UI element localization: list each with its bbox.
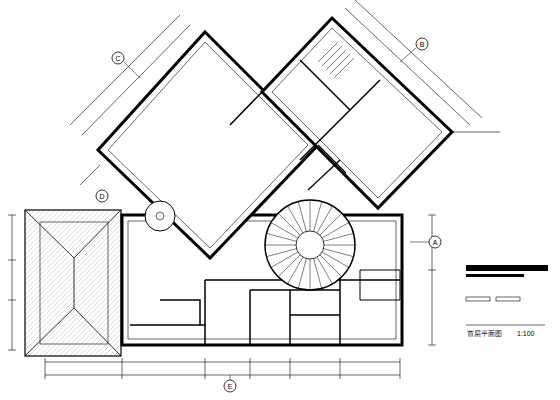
stair-tread	[310, 200, 311, 231]
stair-tread	[322, 252, 349, 268]
stair-tread	[320, 255, 342, 277]
stair-tread	[265, 245, 296, 246]
stair-tread	[310, 259, 311, 290]
grid-bubble-label: C	[115, 55, 120, 62]
grid-bubble-label: E	[228, 383, 233, 390]
stair-tread	[271, 223, 298, 239]
scale-label: 1:100	[516, 330, 536, 337]
stair-tread	[324, 233, 354, 241]
stair-tread	[278, 213, 300, 235]
drawing-title: 首层平面图	[466, 330, 503, 337]
stair-tread	[324, 245, 355, 246]
stair-tread	[317, 206, 333, 233]
stair-tread	[278, 255, 300, 277]
stair-tread	[320, 213, 342, 235]
grid-bubble-label: B	[420, 41, 425, 48]
grid-bubble-label: D	[99, 193, 104, 200]
stair-tread	[314, 259, 322, 289]
stair-tread	[267, 249, 297, 257]
stair-tread	[288, 257, 304, 284]
stair-tread	[298, 202, 306, 232]
grid-bubble-label: A	[433, 239, 438, 246]
